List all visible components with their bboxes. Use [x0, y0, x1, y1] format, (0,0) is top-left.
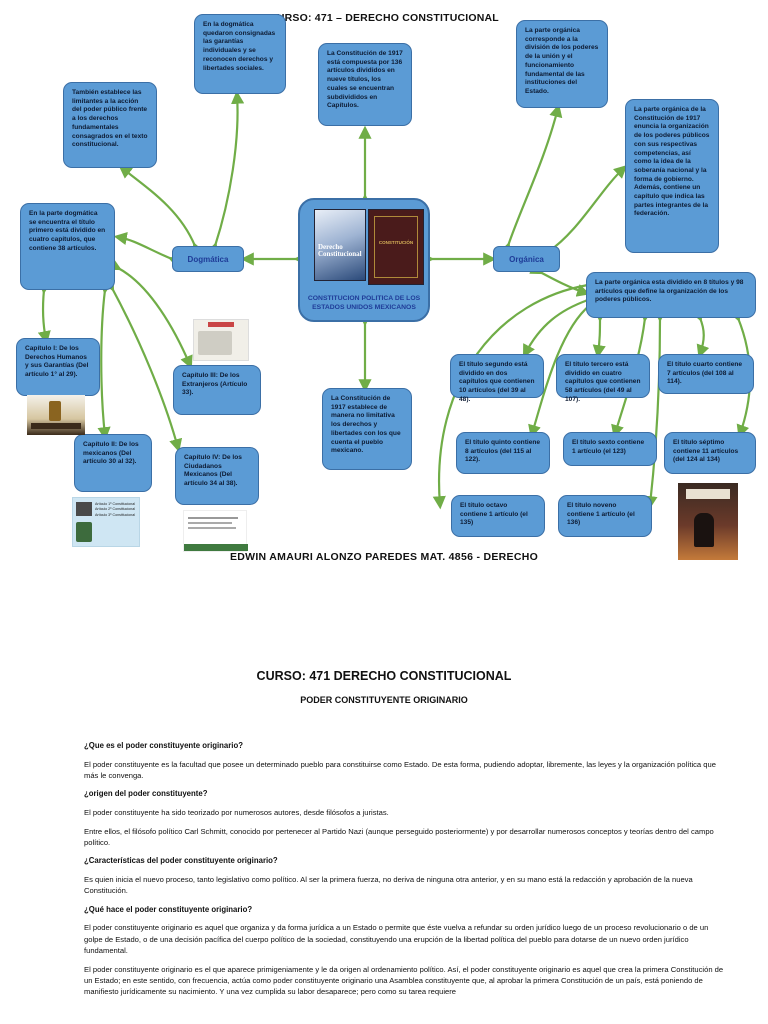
arrow-tp-cap1 [37, 280, 52, 345]
thumb-ciudadanos-doc [183, 510, 248, 552]
arrow-tp-cap2 [97, 280, 113, 441]
question-2: ¿origen del poder constituyente? [84, 789, 208, 799]
box-capitulo-3: Capítulo III: De los Extranjeros (Artícu… [173, 365, 261, 415]
thumb-line-1 [188, 517, 238, 519]
book-cover-label: CONSTITUCIÓN [378, 240, 414, 245]
arrow-8-t4 [690, 307, 710, 359]
box-limitantes: También establece las limitantes a la ac… [63, 82, 157, 168]
box-capitulo-4: Capítulo IV: De los Ciudadanos Mexicanos… [175, 447, 259, 505]
box-capitulo-2: Capítulo II: De los mexicanos (Del artíc… [74, 434, 152, 492]
box-ocho-titulos: La parte orgánica esta dividido en 8 tít… [586, 272, 756, 318]
arrow-dogmatica-limitantes [118, 165, 205, 257]
box-titulo-4: El título cuarto contiene 7 artículos (d… [658, 354, 754, 394]
box-titulo-5: El título quinto contiene 8 artículos (d… [456, 432, 550, 474]
thumb-line-3 [188, 527, 236, 529]
book-icon [76, 502, 92, 516]
paragraph-2: El poder constituyente ha sido teorizado… [84, 808, 389, 818]
thumb-extranjeros-doc [193, 319, 249, 361]
box-garantias: En la dogmática quedaron consignadas las… [194, 14, 286, 94]
label-organica: Orgánica [493, 246, 560, 272]
paragraph-3: Entre ellos, el filósofo político Carl S… [84, 826, 714, 847]
arrow-tp-cap4 [102, 277, 183, 453]
paragraph-1: El poder constituyente es la facultad qu… [84, 759, 716, 781]
book-cover-frame [374, 216, 418, 278]
thumb-line-2 [188, 522, 232, 524]
center-constitucion: Derecho Constitucional CONSTITUCIÓN CONS… [298, 198, 430, 322]
question-3: ¿Características del poder constituyente… [84, 856, 278, 866]
arrow-8-t2 [522, 290, 599, 358]
arrow-organica-organizacion [537, 165, 628, 263]
box-titulo-6: El título sexto contiene 1 artículo (el … [563, 432, 657, 466]
question-1: ¿Que es el poder constituyente originari… [84, 741, 243, 750]
book-cover-derecho: Derecho Constitucional [314, 209, 366, 281]
person-icon [76, 522, 92, 542]
box-titulo-9: El título noveno contiene 1 artículo (el… [558, 495, 652, 537]
paragraph-4: Es quien inicia el nuevo proceso, tanto … [84, 875, 693, 896]
box-titulo-3: El título tercero está dividido en cuatr… [556, 354, 650, 403]
thumb-article-1: Artículo 1º Constitucional [95, 502, 136, 506]
box-titulo-primero: En la parte dogmática se encuentra el tí… [20, 203, 115, 290]
box-parte-organica: La parte orgánica corresponde a la divis… [516, 20, 608, 108]
doc-title: CURSO: 471 DERECHO CONSTITUCIONAL [256, 669, 512, 683]
book-cover-title: Derecho Constitucional [318, 243, 362, 258]
doc-subtitle: PODER CONSTITUYENTE ORIGINARIO [300, 695, 468, 705]
thumb-gavel [31, 423, 81, 429]
label-dogmatica: Dogmática [172, 246, 244, 272]
arrow-dogmatica-titulo-primero [113, 232, 183, 269]
arrow-organica-parte [498, 103, 563, 257]
thumb-footer-bar [184, 544, 248, 551]
arrow-tp-cap3 [107, 258, 193, 370]
arrow-dogmatica-garantias [205, 90, 245, 257]
thumb-book-title-band [686, 489, 730, 499]
arrow-organica-ocho [529, 262, 591, 297]
box-composicion: La Constitución de 1917 está compuesta p… [318, 43, 412, 126]
box-capitulo-1: Capítulo I: De los Derechos Humanos y su… [16, 338, 100, 396]
thumb-articulos: Artículo 1º Constitucional Artículo 2º C… [72, 497, 140, 547]
thumb-article-3: Artículo 3º Constitucional [95, 512, 136, 517]
doc-body: ¿Que es el poder constituyente originari… [84, 740, 724, 1005]
mindmap-title: CURSO: 471 – DERECHO CONSTITUCIONAL [269, 12, 499, 24]
box-titulo-7: El título séptimo contiene 11 artículos … [664, 432, 756, 474]
arrow-8-t9 [644, 309, 667, 510]
thumb-article-list: Artículo 1º Constitucional Artículo 2º C… [95, 502, 135, 518]
center-caption: CONSTITUCION POLITICA DE LOS ESTADOS UNI… [307, 294, 421, 311]
author-line: EDWIN AMAURI ALONZO PAREDES MAT. 4856 - … [229, 551, 539, 563]
paragraph-5: El poder constituyente originario es aqu… [84, 923, 709, 956]
question-4: ¿Qué hace el poder constituyente origina… [84, 904, 253, 914]
thumb-figure [198, 331, 232, 355]
paragraph-6: El poder constituyente originario es el … [84, 964, 724, 997]
box-titulo-8: El título octavo contiene 1 artículo (el… [451, 495, 545, 537]
arrow-8-t3 [592, 309, 607, 359]
thumb-book-cover [678, 483, 738, 560]
box-limitativa: La Constitución de 1917 establece de man… [322, 388, 412, 470]
thumb-article-2: Artículo 2º Constitucional [95, 507, 136, 512]
thumb-header-bar [208, 322, 234, 327]
thumb-statue [49, 401, 61, 421]
book-cover-constitucion: CONSTITUCIÓN [368, 209, 424, 285]
box-organizacion: La parte orgánica de la Constitución de … [625, 99, 719, 253]
thumb-silhouette [694, 513, 714, 547]
box-titulo-2: El título segundo está dividido en dos c… [450, 354, 544, 403]
thumb-justice-scale [27, 395, 85, 435]
